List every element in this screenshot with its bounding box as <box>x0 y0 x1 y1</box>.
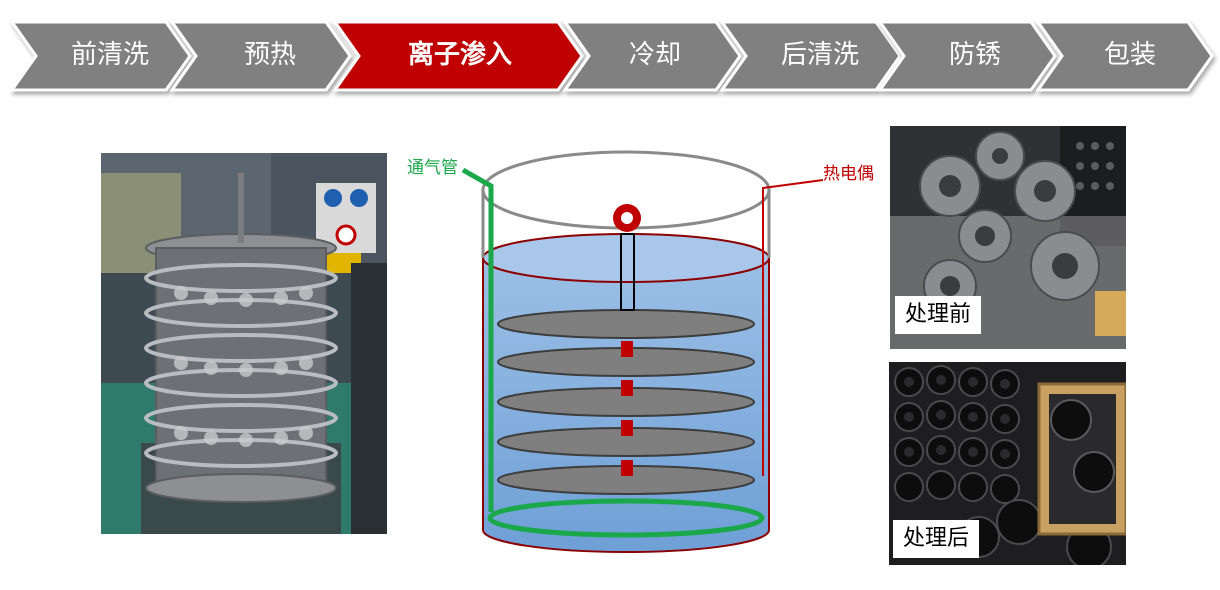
process-step-bar: 前清洗 预热 离子渗入 冷却 后清洗 防锈 包装 <box>0 0 1220 110</box>
step-chevron-5 <box>719 20 902 92</box>
thermocouple <box>762 179 824 476</box>
step-chevron-3 <box>332 20 584 92</box>
step-chevron-2 <box>169 20 352 92</box>
step-label-3: 离子渗入 <box>407 40 512 70</box>
before-treatment-caption: 处理前 <box>895 296 982 334</box>
furnace-diagram: 通气管 热电偶 <box>395 140 895 570</box>
step-chevron-1 <box>9 20 192 92</box>
after-treatment-caption: 处理后 <box>893 520 980 558</box>
after-treatment-photo: 处理后 <box>889 362 1126 565</box>
step-label-1: 前清洗 <box>70 40 149 70</box>
before-treatment-photo: 处理前 <box>890 126 1126 349</box>
step-label-7: 包装 <box>1103 40 1156 70</box>
hanger <box>613 204 641 311</box>
process-chevrons <box>9 20 1214 92</box>
tray-spacers <box>621 341 633 476</box>
step-label-6: 防锈 <box>948 40 1001 70</box>
step-label-5: 后清洗 <box>780 40 859 70</box>
step-chevron-6 <box>877 20 1057 92</box>
tray-stack <box>497 309 755 495</box>
gas-pipe-label: 通气管 <box>407 158 458 178</box>
step-label-2: 预热 <box>243 40 296 70</box>
gas-pipe <box>461 167 765 538</box>
thermocouple-label: 热电偶 <box>823 164 874 184</box>
step-chevron-4 <box>562 20 742 92</box>
step-chevron-7 <box>1035 20 1214 92</box>
step-label-4: 冷却 <box>628 40 681 70</box>
fixture-rack-photo <box>101 153 387 534</box>
